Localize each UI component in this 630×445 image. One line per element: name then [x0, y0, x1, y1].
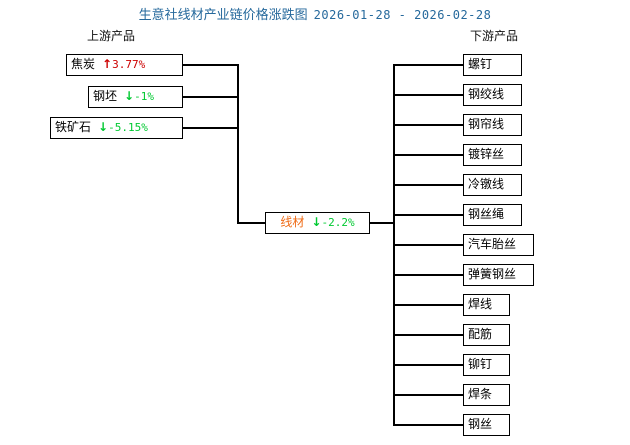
downstream-node-luoding[interactable]: 螺钉 — [463, 54, 522, 76]
chart-title: 生意社线材产业链价格涨跌图 2026-01-28 - 2026-02-28 — [0, 7, 630, 24]
connector-downstream-12 — [393, 394, 463, 396]
upstream-node-tiekuangshi[interactable]: 铁矿石 ↓-5.15% — [50, 117, 183, 139]
center-node-label: 线材 — [280, 215, 305, 229]
connector-downstream-1 — [393, 64, 463, 66]
downstream-node-lengduxian[interactable]: 冷镦线 — [463, 174, 522, 196]
chart-date-range: 2026-01-28 - 2026-02-28 — [313, 8, 492, 22]
downstream-node-gangjiaoxian-label: 钢绞线 — [468, 87, 505, 101]
connector-upstream-2 — [183, 96, 239, 98]
downstream-node-mouding[interactable]: 铆钉 — [463, 354, 510, 376]
upstream-node-tiekuangshi-label: 铁矿石 — [55, 120, 92, 134]
connector-downstream-2 — [393, 94, 463, 96]
connector-downstream-13 — [393, 424, 463, 426]
downstream-node-luoding-label: 螺钉 — [468, 57, 493, 71]
upstream-node-jiaotan[interactable]: 焦炭 ↑3.77% — [66, 54, 183, 76]
connector-downstream-6 — [393, 214, 463, 216]
center-node-pct: -2.2% — [321, 216, 355, 229]
downstream-node-qichetaisi[interactable]: 汽车胎丝 — [463, 234, 534, 256]
downstream-node-gangsisheng-label: 钢丝绳 — [468, 207, 505, 221]
connector-downstream-11 — [393, 364, 463, 366]
downstream-node-qichetaisi-label: 汽车胎丝 — [468, 237, 517, 251]
connector-downstream-3 — [393, 124, 463, 126]
downstream-node-duxinsi-label: 镀锌丝 — [468, 147, 505, 161]
downstream-node-gangsisheng[interactable]: 钢丝绳 — [463, 204, 522, 226]
downstream-node-hantiao[interactable]: 焊条 — [463, 384, 510, 406]
downstream-node-gangjiaoxian[interactable]: 钢绞线 — [463, 84, 522, 106]
connector-upstream-1 — [183, 64, 239, 66]
connector-downstream-10 — [393, 334, 463, 336]
downstream-node-hanxian-label: 焊线 — [468, 297, 493, 311]
downstream-node-hantiao-label: 焊条 — [468, 387, 493, 401]
downstream-node-ganglianxian[interactable]: 钢帘线 — [463, 114, 522, 136]
downstream-node-peijin-label: 配筋 — [468, 327, 493, 341]
connector-center-to-bus — [370, 222, 395, 224]
upstream-node-gangpi-pct: -1% — [134, 90, 154, 103]
center-node-xiancai[interactable]: 线材 ↓-2.2% — [265, 212, 370, 234]
upstream-node-tiekuangshi-pct: -5.15% — [108, 121, 148, 134]
connector-bus-to-center — [237, 222, 266, 224]
downstream-node-duxinsi[interactable]: 镀锌丝 — [463, 144, 522, 166]
downstream-header: 下游产品 — [470, 29, 519, 43]
arrow-down-icon: ↓ — [124, 89, 135, 103]
chart-title-text: 生意社线材产业链价格涨跌图 — [138, 8, 308, 23]
connector-upstream-3 — [183, 127, 239, 129]
downstream-node-mouding-label: 铆钉 — [468, 357, 493, 371]
downstream-node-lengduxian-label: 冷镦线 — [468, 177, 505, 191]
arrow-up-icon: ↑ — [102, 57, 113, 71]
connector-upstream-bus — [237, 64, 239, 223]
upstream-node-gangpi-label: 钢坯 — [93, 89, 118, 103]
arrow-down-icon: ↓ — [311, 215, 322, 229]
downstream-node-ganglianxian-label: 钢帘线 — [468, 117, 505, 131]
connector-downstream-4 — [393, 154, 463, 156]
upstream-node-gangpi[interactable]: 钢坯 ↓-1% — [88, 86, 183, 108]
connector-downstream-9 — [393, 304, 463, 306]
connector-downstream-8 — [393, 274, 463, 276]
connector-downstream-7 — [393, 244, 463, 246]
arrow-down-icon: ↓ — [98, 120, 109, 134]
downstream-node-tanhuanggangsi[interactable]: 弹簧钢丝 — [463, 264, 534, 286]
downstream-node-peijin[interactable]: 配筋 — [463, 324, 510, 346]
downstream-node-gangsi-label: 钢丝 — [468, 417, 493, 431]
upstream-header: 上游产品 — [87, 29, 136, 43]
downstream-node-tanhuanggangsi-label: 弹簧钢丝 — [468, 267, 517, 281]
connector-downstream-5 — [393, 184, 463, 186]
upstream-node-jiaotan-label: 焦炭 — [71, 57, 96, 71]
downstream-node-hanxian[interactable]: 焊线 — [463, 294, 510, 316]
downstream-node-gangsi[interactable]: 钢丝 — [463, 414, 510, 436]
upstream-node-jiaotan-pct: 3.77% — [112, 58, 146, 71]
